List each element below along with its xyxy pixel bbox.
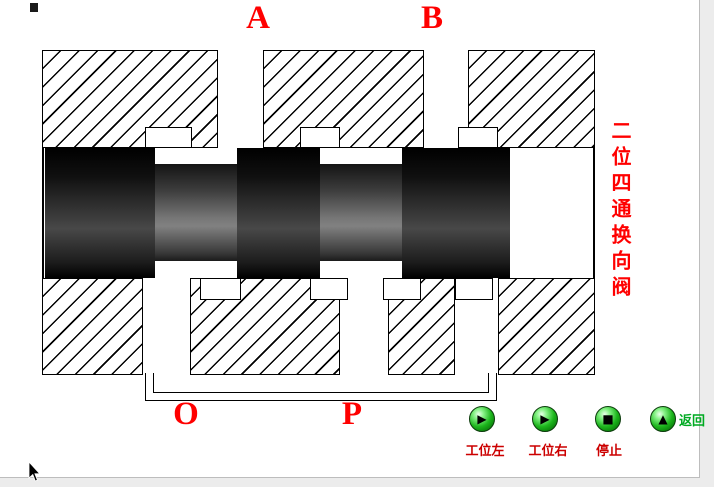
return-up-icon: ▲ [658,412,668,426]
work-right-label[interactable]: 工位右 [528,443,568,458]
return-label[interactable]: 返回 [679,413,706,428]
work-left-label[interactable]: 工位左 [465,443,505,458]
stop-label[interactable]: 停止 [595,443,622,458]
work-left-button[interactable]: ▶ [469,406,495,432]
valve-body-top-middle [263,50,424,148]
valve-body-top-left [42,50,218,148]
bore-right-wall [593,148,595,278]
port-label-o: O [173,396,199,432]
work-right-button[interactable]: ▶ [532,406,558,432]
top-groove-2 [300,127,340,148]
bore-left-wall [42,148,44,278]
bottom-groove-3 [383,278,421,300]
spool-land-right [402,148,510,278]
play-icon: ▶ [477,412,487,426]
stop-button[interactable]: ■ [595,406,621,432]
spool-neck-2 [320,164,402,261]
top-groove-3 [458,127,498,148]
return-button[interactable]: ▲ [650,406,676,432]
port-label-b: B [420,0,443,36]
bottom-groove-2 [310,278,348,300]
valve-body-bottom-right1 [388,278,455,375]
screen-artifact [30,3,38,12]
spool-land-left [45,148,155,278]
bottom-groove-1 [200,278,241,300]
return-line-outer [145,373,497,401]
top-groove-1 [145,127,192,148]
port-label-a: A [246,0,270,36]
bottom-groove-4 [455,278,493,300]
port-label-p: P [341,396,363,432]
spool-neck-1 [155,164,237,261]
return-line-inner [153,373,489,393]
simulation-stage: A B O P 二位四通换向阀 ▶ ▶ ■ ▲ 工位左 工位右 停止 返回 [0,0,705,482]
valve-title: 二位四通换向阀 [608,120,630,302]
mouse-cursor [28,460,42,482]
valve-body-bottom-right2 [498,278,595,375]
stop-icon: ■ [602,412,614,426]
play-icon: ▶ [540,412,550,426]
spool-land-center [237,148,320,278]
valve-body-bottom-left [42,278,143,375]
